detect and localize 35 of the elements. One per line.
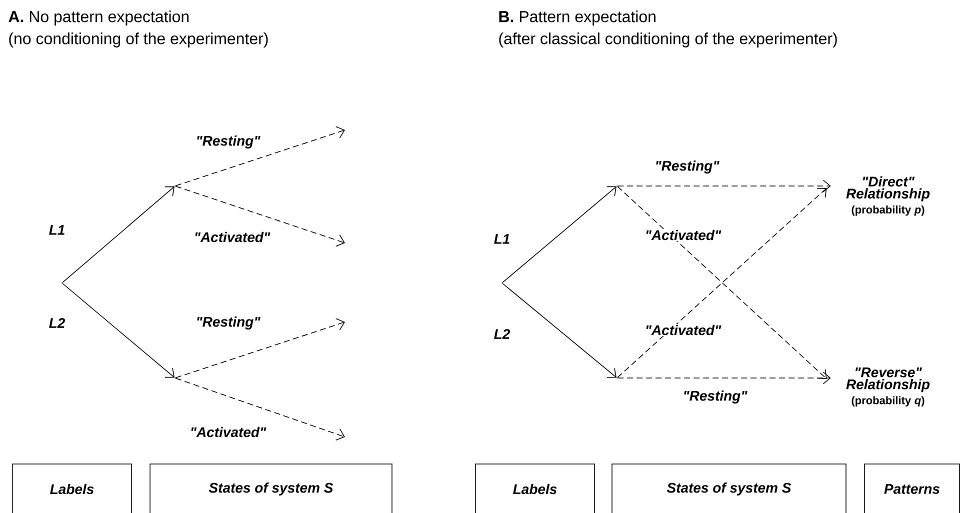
edge-label: L2 — [492, 328, 512, 340]
edge-label: "Activated" — [644, 228, 722, 242]
probability-note: (probability p) — [852, 205, 924, 216]
edge-label: L2 — [48, 317, 66, 329]
panel-heading: B. Pattern expectation — [499, 10, 656, 26]
edge-label: L1 — [48, 224, 66, 236]
edge-label: "Activated" — [188, 426, 268, 438]
column-header-box: Labels — [475, 464, 595, 513]
panel-heading: A. No pattern expectation — [8, 10, 189, 26]
arrow — [175, 126, 345, 186]
column-header-box: States of system S — [150, 464, 392, 513]
probability-note: (probability q) — [852, 396, 924, 406]
arrow — [502, 282, 617, 378]
column-header-box: Labels — [12, 464, 132, 513]
edge-label: "Activated" — [192, 230, 272, 244]
arrow — [62, 186, 175, 283]
arrow — [175, 318, 345, 378]
pattern-name: "Direct" Relationship — [846, 176, 930, 202]
panel-heading: (no conditioning of the experimenter) — [9, 32, 268, 48]
panel-heading: (after classical conditioning of the experimenter) — [499, 32, 837, 48]
edge-label: "Resting" — [194, 134, 262, 150]
arrow — [617, 372, 831, 384]
column-header-box: States of system S — [612, 464, 846, 513]
edge-label: L1 — [492, 233, 512, 245]
edge-label: "Resting" — [682, 389, 748, 405]
edge-label: "Resting" — [654, 159, 720, 175]
column-header-box: Patterns — [864, 464, 960, 513]
edge-label: "Activated" — [644, 324, 722, 336]
arrow — [617, 180, 831, 192]
arrow — [62, 282, 175, 378]
arrow — [175, 378, 345, 441]
arrow — [175, 186, 345, 247]
pattern-name: "Reverse" Relationship — [846, 368, 930, 392]
arrow — [502, 186, 617, 283]
edge-label: "Resting" — [194, 315, 262, 331]
